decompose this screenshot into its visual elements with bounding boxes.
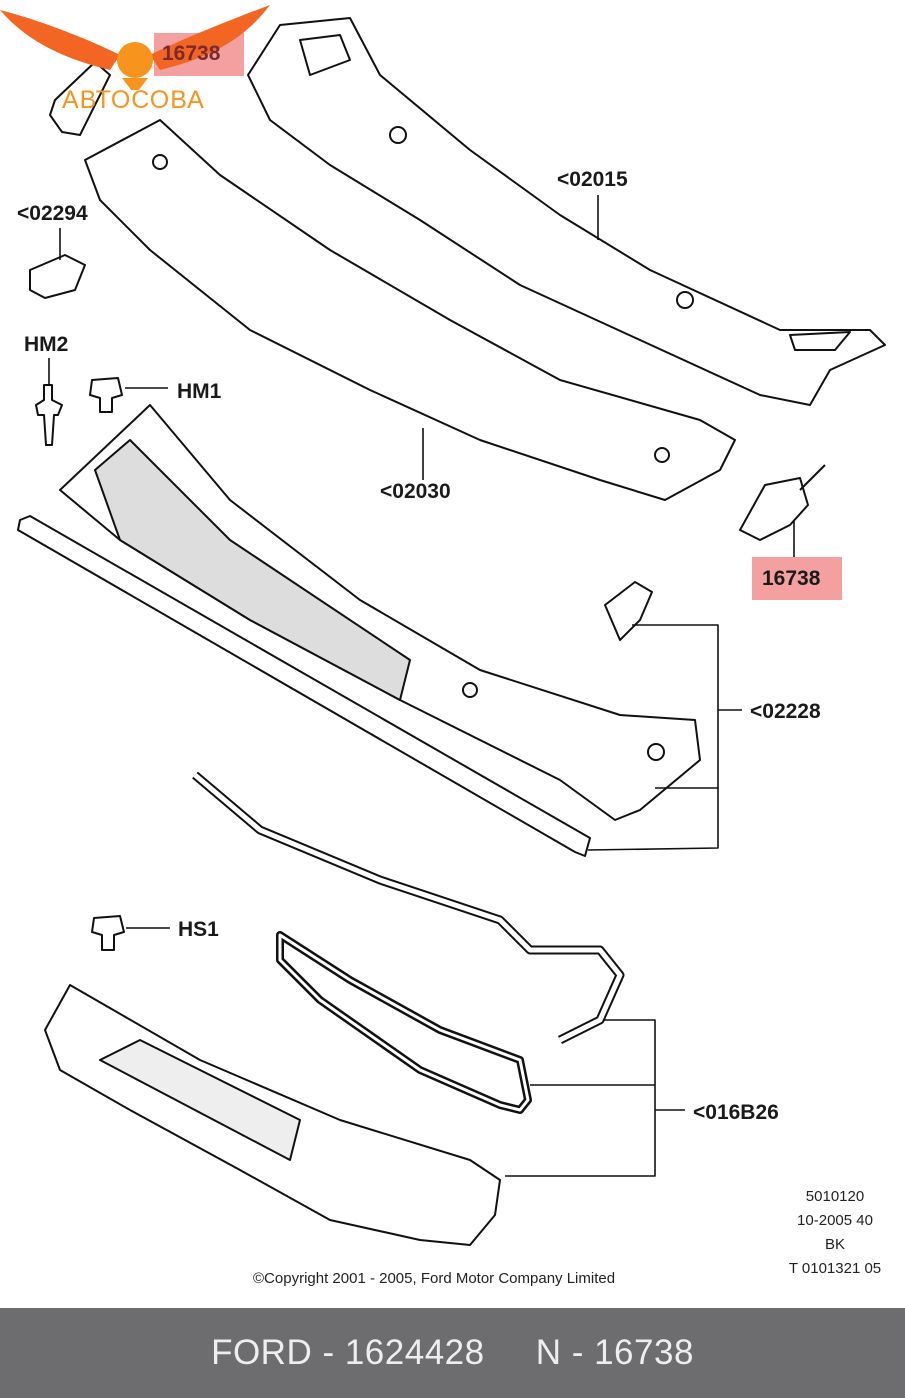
part-cowl-panel-02030 bbox=[84, 119, 736, 501]
part-clip-02294 bbox=[29, 254, 86, 299]
leader-line bbox=[799, 464, 826, 491]
info-line-2: 10-2005 40 bbox=[797, 1212, 873, 1229]
callout-hm2[interactable]: HM2 bbox=[24, 333, 69, 356]
info-line-4: T 0101321 05 bbox=[788, 1260, 882, 1277]
part-hole bbox=[462, 682, 478, 698]
owl-wings-icon bbox=[0, 5, 270, 95]
callout-02294[interactable]: <02294 bbox=[17, 202, 88, 225]
part-hole bbox=[789, 331, 851, 351]
footer-bar: FORD - 1624428 N - 16738 bbox=[0, 1308, 905, 1398]
callout-16738-top[interactable]: 16738 bbox=[162, 42, 221, 65]
part-hole bbox=[647, 743, 665, 761]
part-cowl-panel-02015 bbox=[247, 17, 886, 406]
info-line-1: 5010120 bbox=[805, 1188, 865, 1205]
part-bracket-16738-right bbox=[739, 477, 809, 541]
part-hole bbox=[389, 126, 407, 144]
autosova-logo: АВТОСОВА bbox=[0, 0, 275, 120]
part-seal-016b26-top-inner bbox=[193, 773, 623, 1043]
logo-text: АВТОСОВА bbox=[62, 86, 205, 114]
callout-016b26[interactable]: <016B26 bbox=[693, 1101, 779, 1124]
callout-02228[interactable]: <02228 bbox=[750, 700, 821, 723]
part-bolt-hm1 bbox=[89, 377, 123, 413]
callout-16738-right[interactable]: 16738 bbox=[762, 567, 821, 590]
part-seal-strip bbox=[17, 515, 591, 857]
callout-hm1[interactable]: HM1 bbox=[177, 380, 222, 403]
part-seal-016b26-loop bbox=[276, 931, 532, 1114]
copyright: ©Copyright 2001 - 2005, Ford Motor Compa… bbox=[253, 1270, 616, 1287]
part-seal-016b26-top bbox=[192, 771, 625, 1045]
highlight-16738-right bbox=[752, 557, 842, 600]
callout-02030[interactable]: <02030 bbox=[380, 480, 451, 503]
part-push-pin-hm2 bbox=[35, 384, 63, 446]
part-clip-02228 bbox=[604, 581, 653, 641]
part-hole bbox=[152, 154, 168, 170]
part-hole bbox=[654, 447, 670, 463]
part-bolt-hs1 bbox=[91, 915, 125, 951]
part-hole bbox=[676, 291, 694, 309]
footer-part-numbers: FORD - 1624428 N - 16738 bbox=[211, 1333, 694, 1372]
info-line-3: BK bbox=[824, 1236, 845, 1253]
part-tray-inner bbox=[99, 1039, 301, 1161]
part-grille-louvers bbox=[94, 439, 411, 701]
part-hole bbox=[299, 34, 351, 76]
parts-diagram bbox=[17, 17, 886, 1246]
callout-hs1[interactable]: HS1 bbox=[178, 918, 219, 941]
callout-02015[interactable]: <02015 bbox=[557, 168, 628, 191]
leader-lines bbox=[48, 195, 795, 1177]
part-seal-016b26-loop-inner bbox=[278, 933, 530, 1112]
